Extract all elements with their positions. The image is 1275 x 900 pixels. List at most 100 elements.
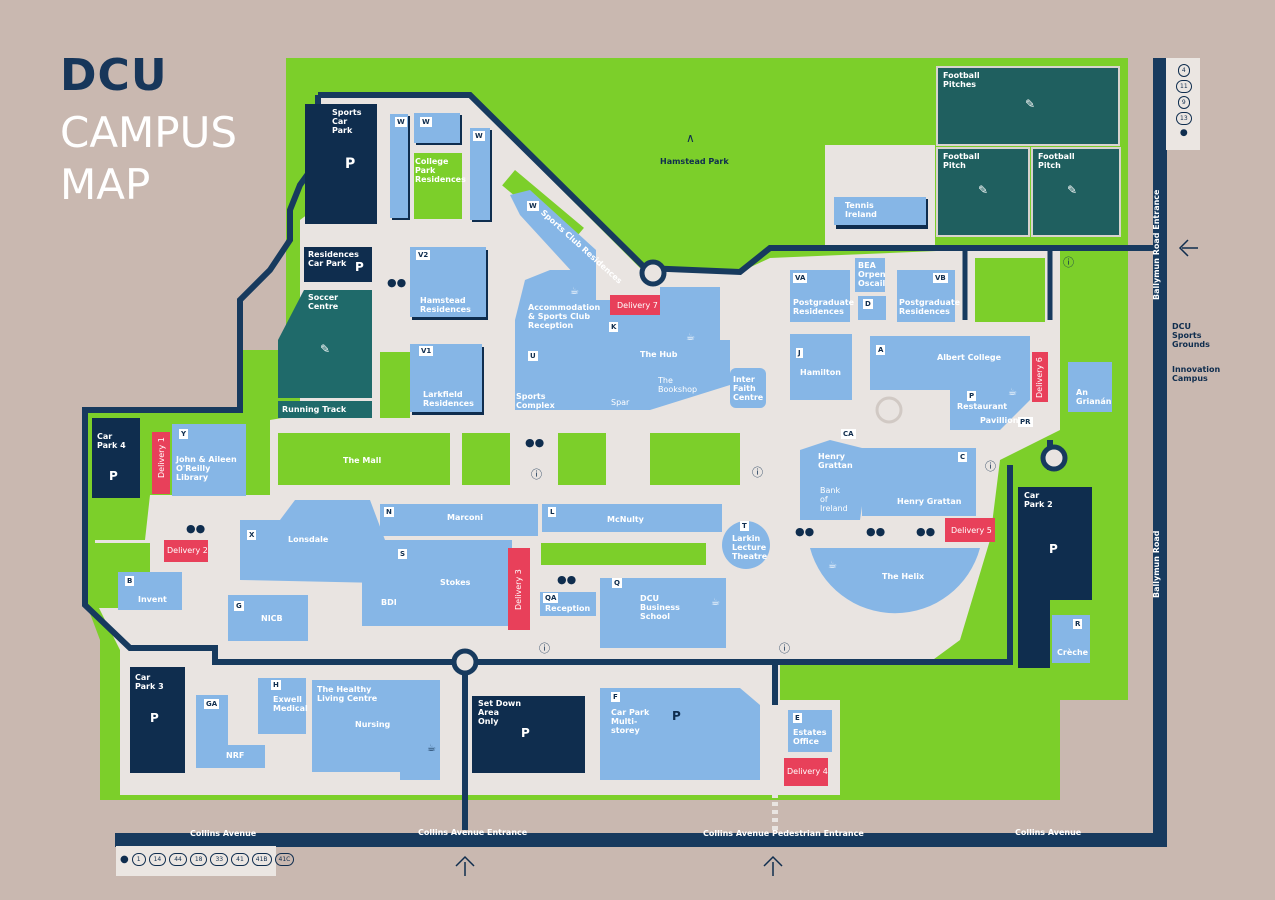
label-the-hub[interactable]: The Hub	[640, 350, 678, 359]
label-restaurant[interactable]: Restaurant	[957, 402, 1008, 411]
parking-icon: P	[1049, 542, 1058, 556]
label-exwell[interactable]: Exwell Medical	[273, 695, 308, 713]
label-larkin[interactable]: Larkin Lecture Theatre	[732, 534, 768, 561]
title-campus: CAMPUS	[60, 108, 238, 157]
label-nicb[interactable]: NICB	[261, 614, 283, 623]
letter-vb: VB	[933, 273, 948, 283]
road-ballymun-entrance[interactable]: Ballymun Road Entrance	[1152, 189, 1161, 300]
label-tennis-ireland[interactable]: Tennis Ireland	[845, 201, 877, 219]
delivery-4: Delivery 4	[787, 767, 828, 776]
label-set-down[interactable]: Set Down Area Only	[478, 699, 522, 726]
label-lonsdale[interactable]: Lonsdale	[288, 535, 329, 544]
green-patch-3	[650, 433, 740, 485]
label-spar[interactable]: Spar	[611, 398, 630, 407]
entrance-arrows	[455, 239, 1198, 876]
car-park-2	[1018, 487, 1092, 668]
label-car-park-2[interactable]: Car Park 2	[1024, 491, 1053, 509]
label-invent[interactable]: Invent	[138, 595, 167, 604]
label-business-school[interactable]: DCU Business School	[640, 594, 680, 621]
label-the-bookshop[interactable]: The Bookshop	[658, 376, 698, 394]
label-postgrad-2[interactable]: Postgraduate Residences	[899, 298, 961, 316]
label-car-park-3[interactable]: Car Park 3	[135, 673, 164, 691]
label-pavillion[interactable]: Pavillion	[980, 416, 1019, 425]
label-residences-car-park[interactable]: Residences Car Park	[308, 250, 359, 268]
label-inter-faith[interactable]: Inter Faith Centre	[733, 375, 764, 402]
running-track	[278, 401, 372, 418]
info-icon: ⓘ	[531, 468, 542, 481]
road-collins-avenue-left: Collins Avenue	[190, 829, 257, 838]
info-icon: ⓘ	[1063, 256, 1074, 269]
label-an-grianan[interactable]: An Grianán	[1076, 388, 1112, 406]
label-the-helix[interactable]: The Helix	[882, 572, 925, 581]
letter-q: Q	[612, 578, 622, 588]
label-bea-orpen[interactable]: BEA Orpen Oscail	[858, 261, 886, 288]
label-car-park-ms[interactable]: Car Park Multi-storey	[611, 708, 650, 735]
bicycle-icon: ●●	[916, 525, 936, 538]
label-hamilton[interactable]: Hamilton	[800, 368, 841, 377]
label-marconi[interactable]: Marconi	[447, 513, 483, 522]
label-running-track[interactable]: Running Track	[282, 405, 347, 414]
delivery-7-box	[610, 295, 660, 315]
label-sports-complex[interactable]: Sports Complex	[516, 392, 555, 410]
label-stokes[interactable]: Stokes	[440, 578, 471, 587]
label-henry-grattan-1[interactable]: Henry Grattan	[818, 452, 853, 470]
letter-qa: QA	[543, 593, 559, 603]
road-collins-entrance[interactable]: Collins Avenue Entrance	[418, 828, 528, 837]
label-nrf[interactable]: NRF	[226, 751, 245, 760]
delivery-zones	[152, 295, 1048, 786]
letter-n: N	[384, 507, 394, 517]
label-henry-grattan-2[interactable]: Henry Grattan	[897, 497, 962, 506]
delivery-1: Delivery 1	[157, 437, 166, 478]
parking-icon: P	[521, 726, 530, 740]
label-the-mall[interactable]: The Mall	[343, 456, 382, 465]
label-creche[interactable]: Crèche	[1057, 648, 1089, 657]
football-pitch-b	[1031, 147, 1121, 237]
bus-route: 41	[231, 853, 249, 866]
direction-innovation[interactable]: Innovation Campus	[1172, 365, 1221, 383]
label-postgrad-1[interactable]: Postgraduate Residences	[793, 298, 855, 316]
bus-route: 4	[1177, 64, 1190, 77]
bus-route: 44	[169, 853, 187, 866]
bicycle-icon: ●●	[557, 573, 577, 586]
bicycle-icon: ●●	[795, 525, 815, 538]
label-albert-college[interactable]: Albert College	[937, 353, 1002, 362]
green-patch-5	[975, 258, 1045, 322]
bldg-sports-club	[510, 190, 596, 275]
label-accommodation[interactable]: Accommodation & Sports Club Reception	[528, 303, 601, 330]
label-football-pitch-2[interactable]: Football Pitch	[1038, 152, 1075, 170]
label-soccer-centre[interactable]: Soccer Centre	[308, 293, 339, 311]
bldg-mcnulty	[542, 504, 722, 532]
label-reception[interactable]: Reception	[545, 604, 591, 613]
label-sports-car-park[interactable]: Sports Car Park	[332, 108, 362, 135]
delivery-3-box	[508, 548, 530, 630]
coffee-icon: ☕	[1008, 387, 1017, 398]
label-bdi[interactable]: BDI	[381, 598, 397, 607]
bus-route: 14	[148, 853, 167, 866]
bldg-marconi	[380, 504, 538, 536]
label-football-pitch-1[interactable]: Football Pitch	[943, 152, 980, 170]
direction-sports-grounds[interactable]: DCU Sports Grounds	[1172, 322, 1210, 349]
info-icon: ⓘ	[752, 466, 763, 479]
bus-stop-icon: ●	[120, 854, 129, 865]
letter-x: X	[247, 530, 257, 540]
label-estates[interactable]: Estates Office	[793, 728, 827, 746]
bicycle-icon: ●●	[387, 276, 407, 289]
label-healthy-living[interactable]: The Healthy Living Centre	[317, 685, 378, 703]
car-park-3	[130, 667, 185, 773]
letter-u: U	[528, 351, 538, 361]
bldg-hub	[606, 287, 730, 410]
label-nursing[interactable]: Nursing	[355, 720, 391, 729]
bldg-helix	[810, 548, 980, 614]
green-patch-college	[414, 153, 462, 219]
label-library[interactable]: John & Aileen O'Reilly Library	[176, 455, 237, 482]
label-football-pitches[interactable]: Football Pitches	[943, 71, 980, 89]
label-hamstead-residences[interactable]: Hamstead Residences	[420, 296, 471, 314]
label-hamstead-park[interactable]: Hamstead Park	[660, 157, 729, 166]
label-car-park-4[interactable]: Car Park 4	[97, 432, 126, 450]
label-college-park[interactable]: College Park Residences	[415, 157, 466, 184]
label-mcnulty[interactable]: McNulty	[607, 515, 644, 524]
label-larkfield-residences[interactable]: Larkfield Residences	[423, 390, 474, 408]
road-collins-pedestrian[interactable]: Collins Avenue Pedestrian Entrance	[703, 829, 864, 838]
label-bank-of-ireland[interactable]: Bank of Ireland	[820, 486, 848, 513]
